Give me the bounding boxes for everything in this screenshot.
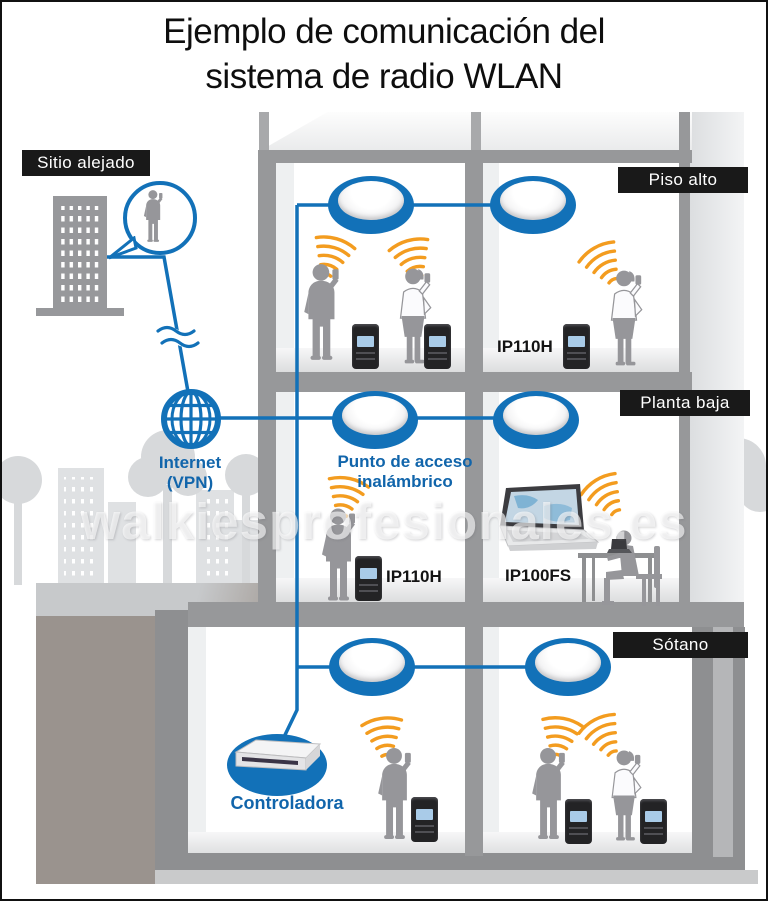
page-title: Ejemplo de comunicación del sistema de r…: [0, 10, 768, 100]
software-model-text: IP100FS: [505, 566, 572, 585]
wireless-access-point: [490, 176, 576, 234]
person-silhouette: [610, 269, 643, 367]
speech-bubble-tail: [108, 236, 138, 260]
wireless-access-point: [525, 638, 611, 696]
basement-bottom-slab: [155, 853, 745, 872]
remote-site-label-text: Sitio alejado: [37, 153, 135, 172]
access-point-caption-line1: Punto de acceso: [337, 452, 473, 471]
radio-model-text: IP110H: [386, 567, 442, 586]
basement-label: Sótano: [613, 632, 748, 658]
internet-caption-line2: (VPN): [166, 472, 214, 492]
city-skyline-trees-left: [0, 430, 262, 585]
title-line-2: sistema de radio WLAN: [205, 56, 563, 96]
office-building-icon: [36, 196, 124, 316]
inner-wall: [188, 627, 206, 832]
small-laptop-icon: [607, 539, 632, 553]
inner-wall: [276, 163, 294, 348]
line-break-icon: [160, 337, 200, 349]
basement-label-text: Sótano: [652, 635, 709, 654]
column-left: [258, 150, 276, 617]
handheld-radio-device: [640, 799, 667, 844]
title-line-1: Ejemplo de comunicación del: [163, 12, 605, 51]
radio-model-label: IP110H: [497, 337, 553, 357]
access-point-caption-line2: inalámbrico: [357, 471, 453, 491]
top-floor-label-text: Piso alto: [648, 170, 718, 189]
controller-caption: Controladora: [212, 793, 362, 814]
handheld-radio-device: [563, 324, 590, 369]
internet-caption-line1: Internet: [158, 453, 222, 472]
software-model-label: IP100FS: [505, 566, 571, 586]
handheld-radio-device: [424, 324, 451, 369]
top-floor-label: Piso alto: [618, 167, 748, 193]
handheld-radio-device: [565, 799, 592, 844]
desk-leg: [582, 558, 586, 602]
line-break-icon: [156, 325, 196, 337]
wireless-access-point: [493, 391, 579, 449]
line-trunk: [282, 205, 299, 738]
remote-site-label: Sitio alejado: [22, 150, 150, 176]
ground-floor-label: Planta baja: [620, 390, 750, 416]
foundation-strip: [155, 870, 758, 884]
internet-caption: Internet (VPN): [125, 453, 255, 492]
column-divider: [465, 150, 483, 856]
line-break-mask: [155, 327, 199, 347]
radio-model-label: IP110H: [386, 567, 442, 587]
roof-column: [259, 112, 269, 152]
desk-leg: [648, 558, 652, 602]
laptop-device: [499, 484, 600, 551]
radio-model-text: IP110H: [497, 337, 553, 356]
network-controller-device: [234, 739, 322, 771]
person-silhouette: [304, 264, 339, 360]
inner-wall: [276, 392, 294, 578]
inner-wall: [483, 627, 499, 832]
wireless-access-point: [329, 638, 415, 696]
desk-leg: [592, 558, 595, 601]
person-silhouette: [143, 190, 163, 242]
floor-wedge: [188, 832, 692, 856]
column-right: [679, 112, 690, 604]
internet-globe-icon: [161, 389, 221, 449]
wireless-access-point: [328, 176, 414, 234]
handheld-radio-device: [355, 556, 382, 601]
inner-wall: [483, 392, 499, 578]
wireless-access-point: [332, 391, 418, 449]
handheld-radio-device: [411, 797, 438, 842]
controller-caption-text: Controladora: [230, 793, 344, 813]
roof-column: [471, 112, 481, 152]
basement-right-wall-light: [713, 627, 733, 857]
access-point-caption: Punto de acceso inalámbrico: [325, 452, 485, 491]
basement-left-wall: [155, 610, 188, 855]
building-right-wall: [690, 112, 744, 617]
earth-section: [36, 616, 155, 884]
handheld-radio-device: [352, 324, 379, 369]
ground-floor-label-text: Planta baja: [640, 393, 730, 412]
line-remote-to-internet: [107, 255, 192, 404]
